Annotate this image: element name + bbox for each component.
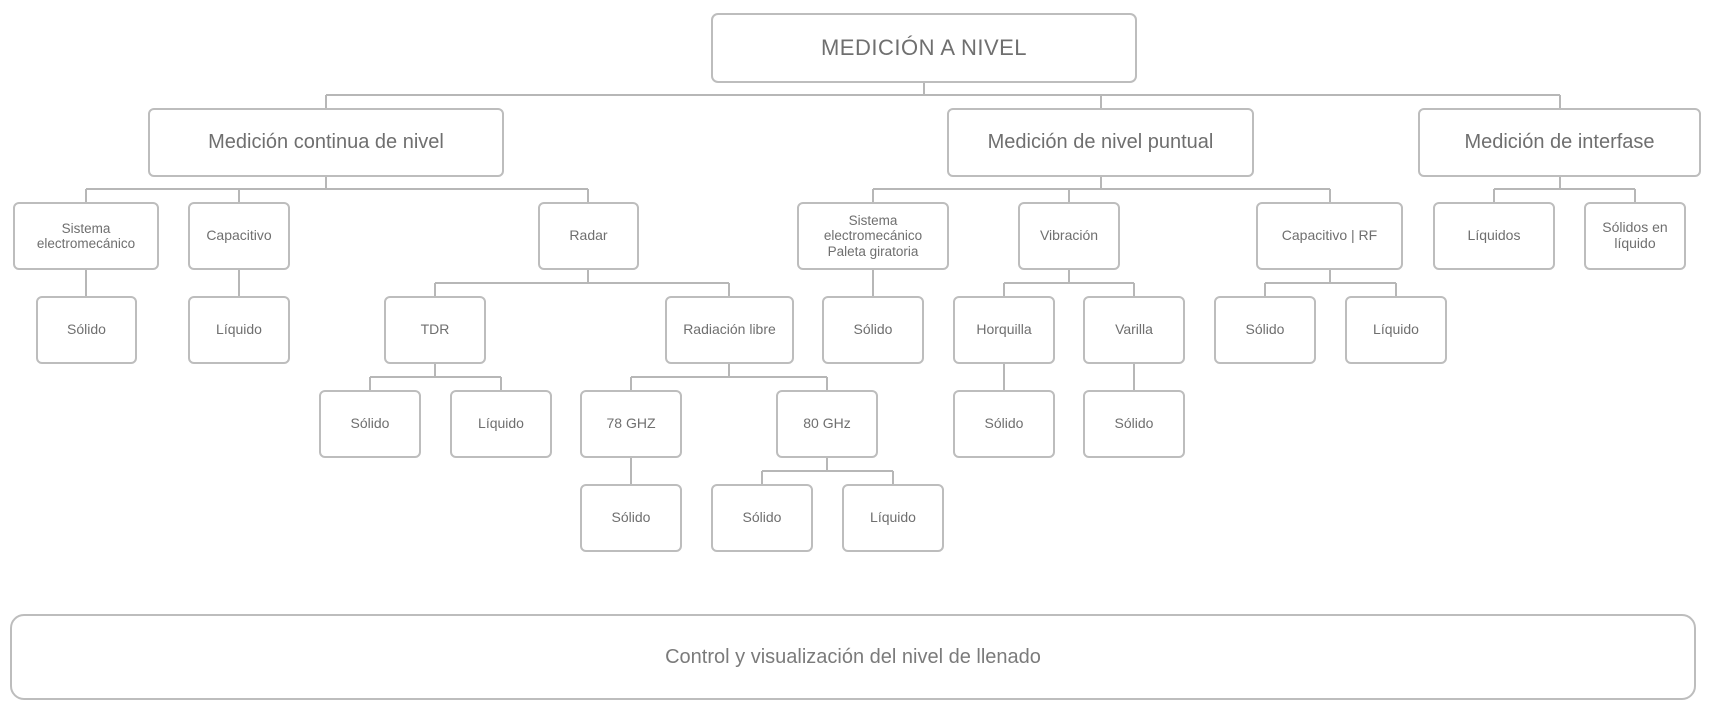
radar-radiacion-node: Radiación libre (665, 296, 794, 364)
continua-sistema-child-node: Sólido (36, 296, 137, 364)
continua-sistema-child-label: Sólido (67, 321, 106, 338)
branch-interfase-label: Medición de interfase (1464, 131, 1655, 154)
puntual-sistema-child-node: Sólido (822, 296, 924, 364)
radar-tdr-label: TDR (420, 321, 450, 338)
rf-liquido-node: Líquido (1345, 296, 1447, 364)
continua-capacitivo-child-node: Líquido (188, 296, 290, 364)
vibracion-horquilla-node: Horquilla (953, 296, 1055, 364)
ghz80-liquido-label: Líquido (870, 509, 916, 526)
ghz80-liquido-node: Líquido (842, 484, 944, 552)
root-node: MEDICIÓN A NIVEL (711, 13, 1137, 83)
interfase-solidos-node: Sólidos en líquido (1584, 202, 1686, 270)
continua-sistema-label: Sistema electromecánico (36, 220, 136, 251)
puntual-vibracion-node: Vibración (1018, 202, 1120, 270)
interfase-liquidos-node: Líquidos (1433, 202, 1555, 270)
radar-radiacion-label: Radiación libre (683, 321, 776, 338)
branch-continua-label: Medición continua de nivel (208, 131, 444, 154)
vibracion-horquilla-label: Horquilla (976, 321, 1032, 338)
horquilla-solido-label: Sólido (984, 415, 1024, 432)
radiacion-80ghz-label: 80 GHz (803, 415, 851, 432)
ghz78-solido-node: Sólido (580, 484, 682, 552)
radiacion-78ghz-node: 78 GHZ (580, 390, 682, 458)
continua-radar-node: Radar (538, 202, 639, 270)
puntual-sistema-node: Sistema electromecánico Paleta giratoria (797, 202, 949, 270)
radar-tdr-node: TDR (384, 296, 486, 364)
puntual-capacitivo-rf-node: Capacitivo | RF (1256, 202, 1403, 270)
interfase-solidos-label: Sólidos en líquido (1602, 219, 1668, 251)
interfase-liquidos-label: Líquidos (1467, 227, 1521, 244)
tdr-solido-label: Sólido (350, 415, 390, 432)
varilla-solido-label: Sólido (1114, 415, 1154, 432)
continua-sistema-node: Sistema electromecánico (13, 202, 159, 270)
branch-puntual-node: Medición de nivel puntual (947, 108, 1254, 177)
puntual-vibracion-label: Vibración (1039, 227, 1099, 244)
continua-radar-label: Radar (569, 227, 608, 244)
branch-puntual-label: Medición de nivel puntual (987, 131, 1214, 154)
rf-liquido-label: Líquido (1373, 321, 1419, 338)
rf-solido-node: Sólido (1214, 296, 1316, 364)
ghz80-solido-label: Sólido (742, 509, 782, 526)
ghz80-solido-node: Sólido (711, 484, 813, 552)
tdr-solido-node: Sólido (319, 390, 421, 458)
tdr-liquido-label: Líquido (478, 415, 524, 432)
varilla-solido-node: Sólido (1083, 390, 1185, 458)
radiacion-80ghz-node: 80 GHz (776, 390, 878, 458)
puntual-capacitivo-rf-label: Capacitivo | RF (1281, 227, 1378, 244)
vibracion-varilla-label: Varilla (1115, 321, 1153, 338)
tdr-liquido-node: Líquido (450, 390, 552, 458)
branch-continua-node: Medición continua de nivel (148, 108, 504, 177)
continua-capacitivo-child-label: Líquido (216, 321, 262, 338)
horquilla-solido-node: Sólido (953, 390, 1055, 458)
puntual-sistema-child-label: Sólido (853, 321, 893, 338)
continua-capacitivo-label: Capacitivo (206, 227, 272, 244)
continua-capacitivo-node: Capacitivo (188, 202, 290, 270)
radiacion-78ghz-label: 78 GHZ (606, 415, 656, 432)
ghz78-solido-label: Sólido (611, 509, 651, 526)
root-label: MEDICIÓN A NIVEL (820, 34, 1028, 60)
footer-banner: Control y visualización del nivel de lle… (10, 614, 1696, 700)
rf-solido-label: Sólido (1245, 321, 1285, 338)
puntual-sistema-label: Sistema electromecánico Paleta giratoria (823, 213, 923, 259)
vibracion-varilla-node: Varilla (1083, 296, 1185, 364)
footer-label: Control y visualización del nivel de lle… (665, 645, 1041, 668)
branch-interfase-node: Medición de interfase (1418, 108, 1701, 177)
